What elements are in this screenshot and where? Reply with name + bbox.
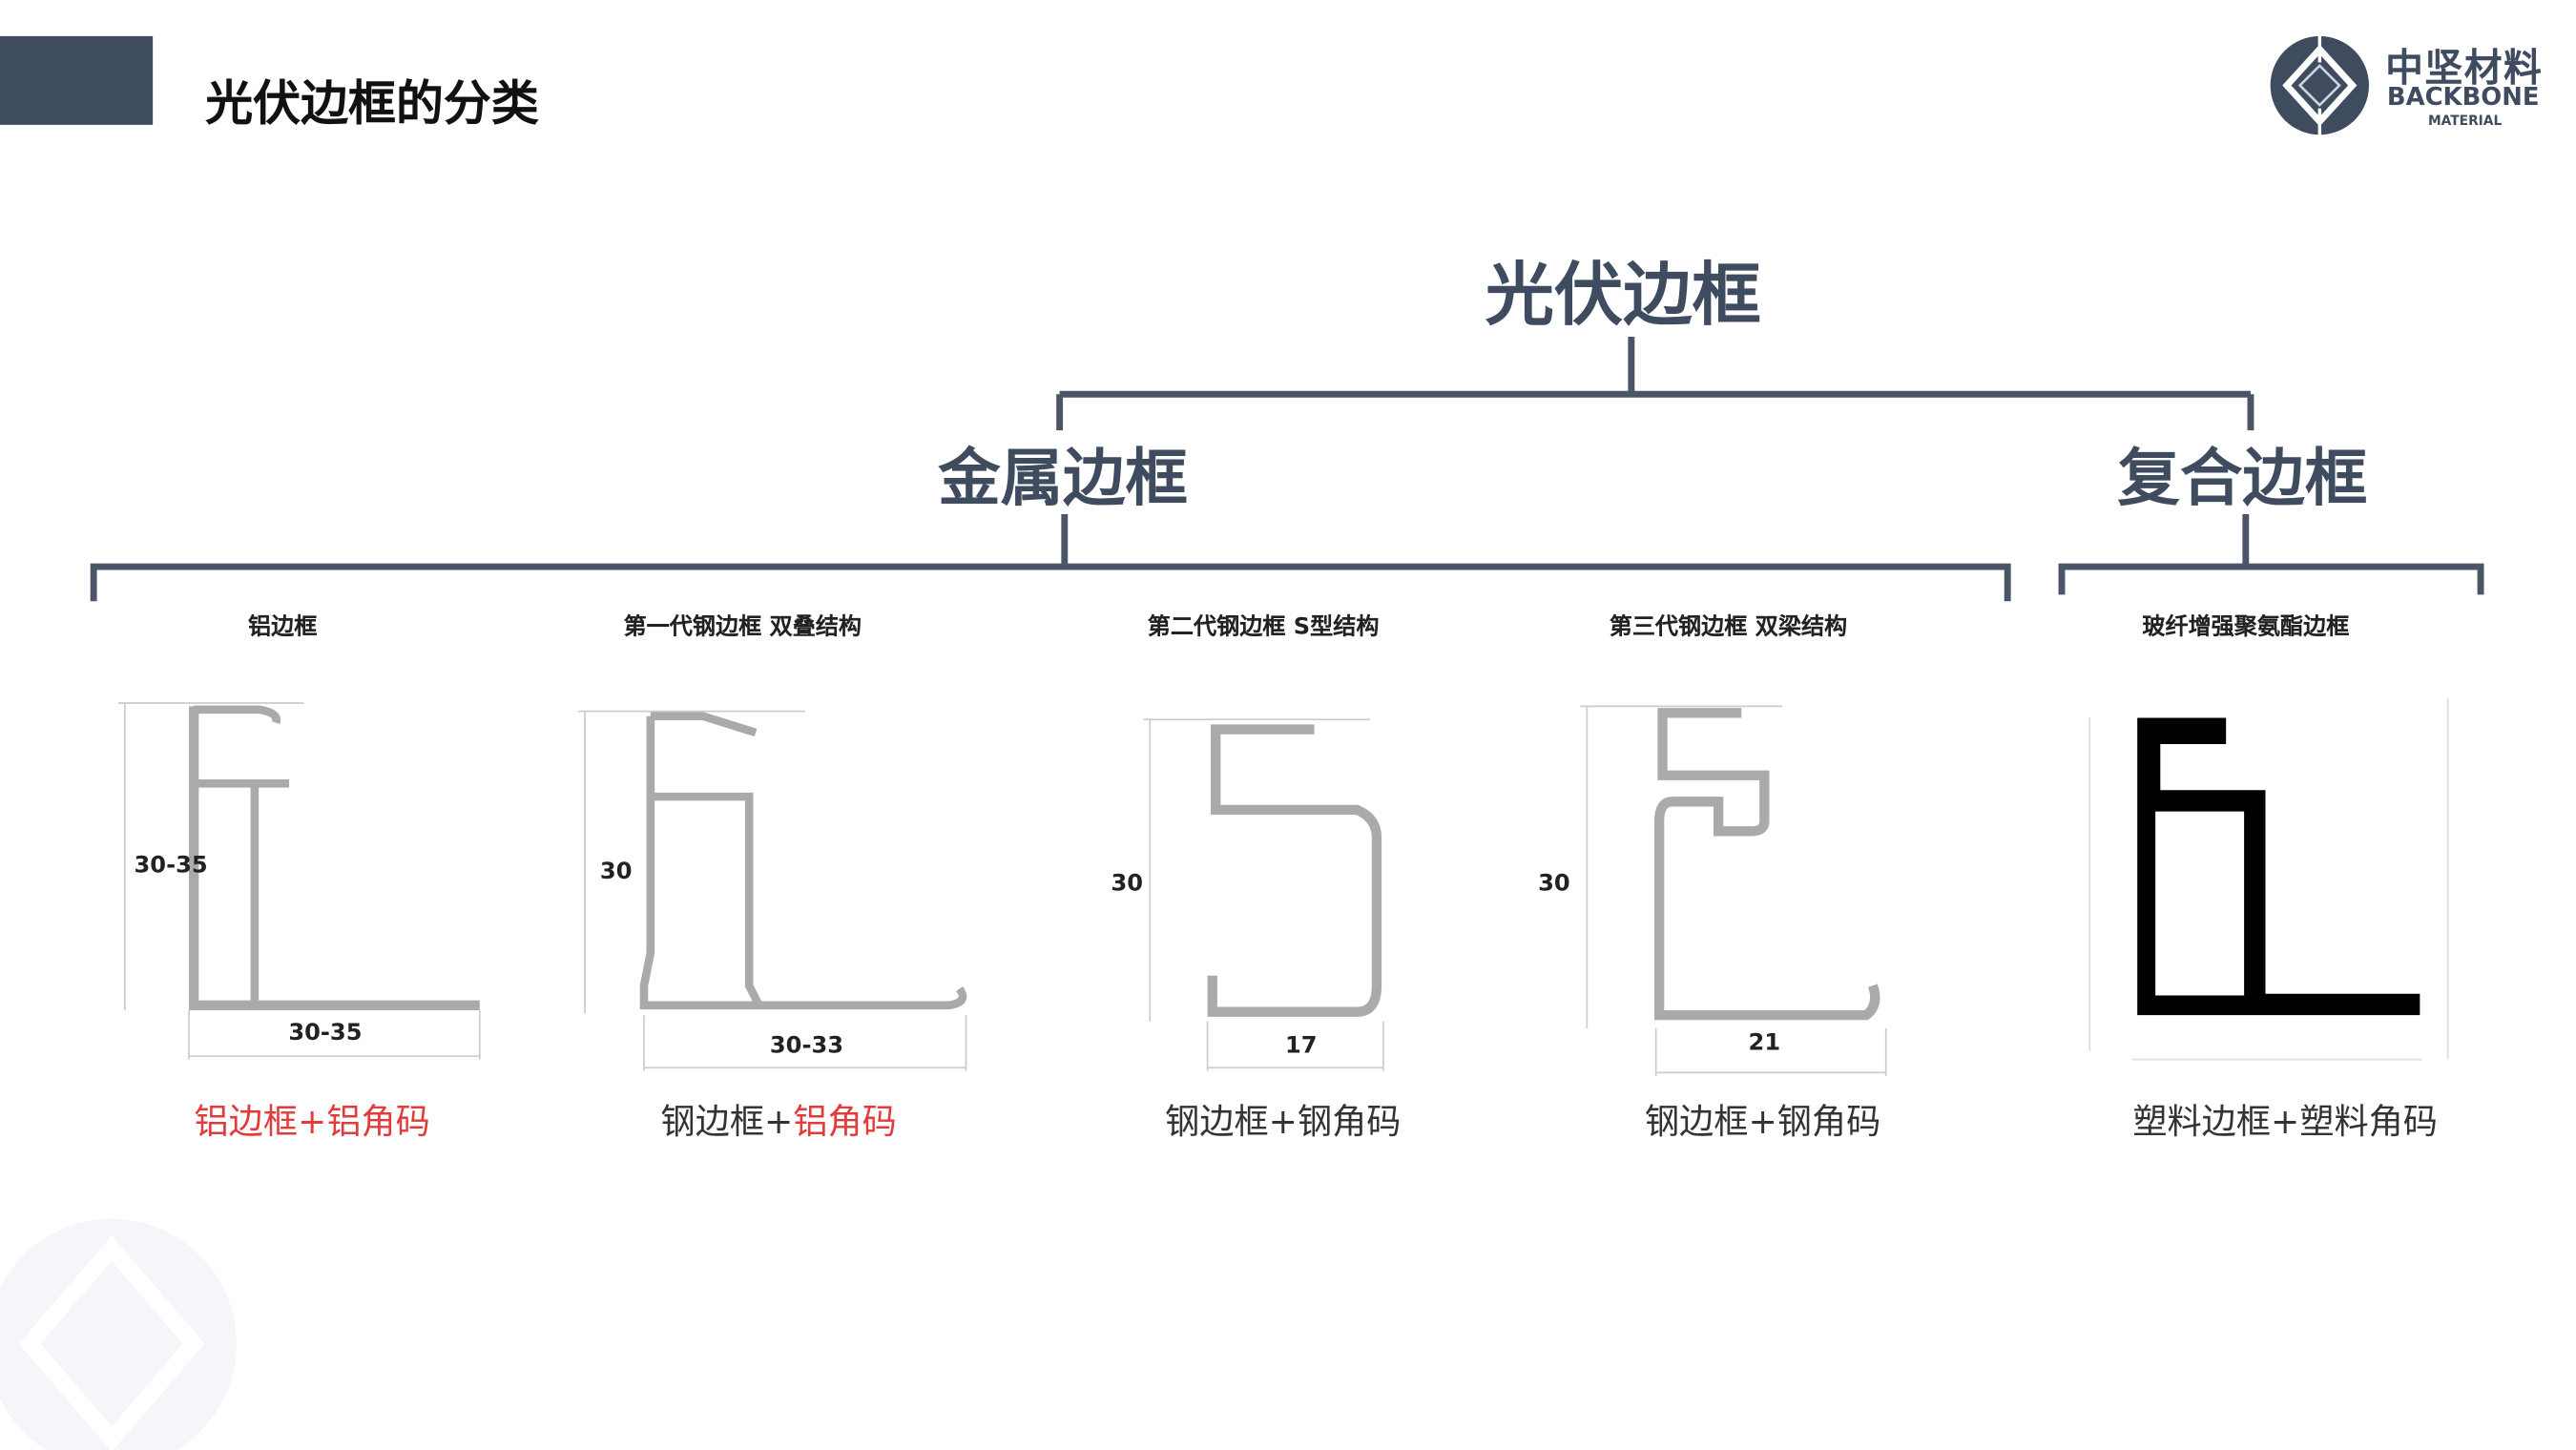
- watermark-logo-icon: [0, 1218, 237, 1450]
- tree-root: 光伏边框: [1485, 254, 1761, 336]
- caption-part: 塑料角码: [2299, 1102, 2438, 1142]
- caption-part: 铝角码: [326, 1102, 430, 1142]
- logo-text-en: BACKBONE: [2386, 82, 2540, 113]
- page-title: 光伏边框的分类: [205, 75, 539, 132]
- logo-text-sub: MATERIAL: [2427, 113, 2503, 129]
- profile-steel-gen3: [1580, 705, 1887, 1076]
- caption-part: 钢角码: [1297, 1102, 1402, 1142]
- type-label-steel-gen1: 第一代钢边框 双叠结构: [623, 613, 862, 641]
- caption-part: +: [764, 1102, 794, 1142]
- caption-steel-gen2: 钢边框+钢角码: [1165, 1096, 1401, 1146]
- caption-part: +: [298, 1102, 327, 1142]
- type-label-steel-gen2: 第二代钢边框 S型结构: [1147, 613, 1380, 641]
- caption-steel-gen1: 钢边框+铝角码: [661, 1096, 897, 1146]
- tree-connectors: [90, 336, 2484, 602]
- caption-part: +: [1268, 1102, 1298, 1142]
- type-label-composite: 玻纤增强聚氨酯边框: [2142, 613, 2350, 641]
- dim-height: 30-35: [134, 852, 208, 880]
- caption-composite: 塑料边框+塑料角码: [2132, 1096, 2438, 1146]
- dim-width: 30-33: [769, 1033, 844, 1060]
- caption-steel-gen3: 钢边框+钢角码: [1645, 1096, 1880, 1146]
- type-label-steel-gen3: 第三代钢边框 双梁结构: [1609, 613, 1848, 641]
- profile-composite: [2088, 697, 2449, 1061]
- type-label-aluminum: 铝边框: [248, 613, 318, 641]
- caption-part: 铝边框: [194, 1102, 299, 1142]
- branch-composite-frame: 复合边框: [2117, 442, 2368, 514]
- header-accent-block: [0, 35, 154, 125]
- caption-part: 钢边框: [1165, 1102, 1269, 1142]
- caption-part: 钢边框: [1644, 1102, 1749, 1142]
- caption-part: 塑料边框: [2132, 1102, 2272, 1142]
- dim-width: 30-35: [288, 1020, 363, 1046]
- dim-height: 30: [1538, 870, 1570, 898]
- profile-steel-gen1: [578, 710, 967, 1071]
- caption-part: 铝角码: [793, 1102, 897, 1142]
- dim-width: 21: [1748, 1029, 1781, 1057]
- caption-part: +: [1748, 1102, 1777, 1142]
- caption-aluminum: 铝边框+铝角码: [195, 1096, 430, 1146]
- dim-height: 30: [1111, 870, 1143, 898]
- caption-part: +: [2271, 1102, 2300, 1142]
- dim-width: 17: [1284, 1033, 1318, 1060]
- profile-aluminum: [117, 702, 481, 1060]
- logo-text-cn: 中坚材料: [2385, 47, 2544, 91]
- dim-height: 30: [599, 859, 633, 886]
- logo-icon: [2270, 32, 2369, 138]
- caption-part: 钢角码: [1776, 1102, 1881, 1142]
- caption-part: 钢边框: [660, 1102, 765, 1142]
- profile-steel-gen2: [1143, 718, 1384, 1071]
- branch-metal-frame: 金属边框: [938, 442, 1188, 514]
